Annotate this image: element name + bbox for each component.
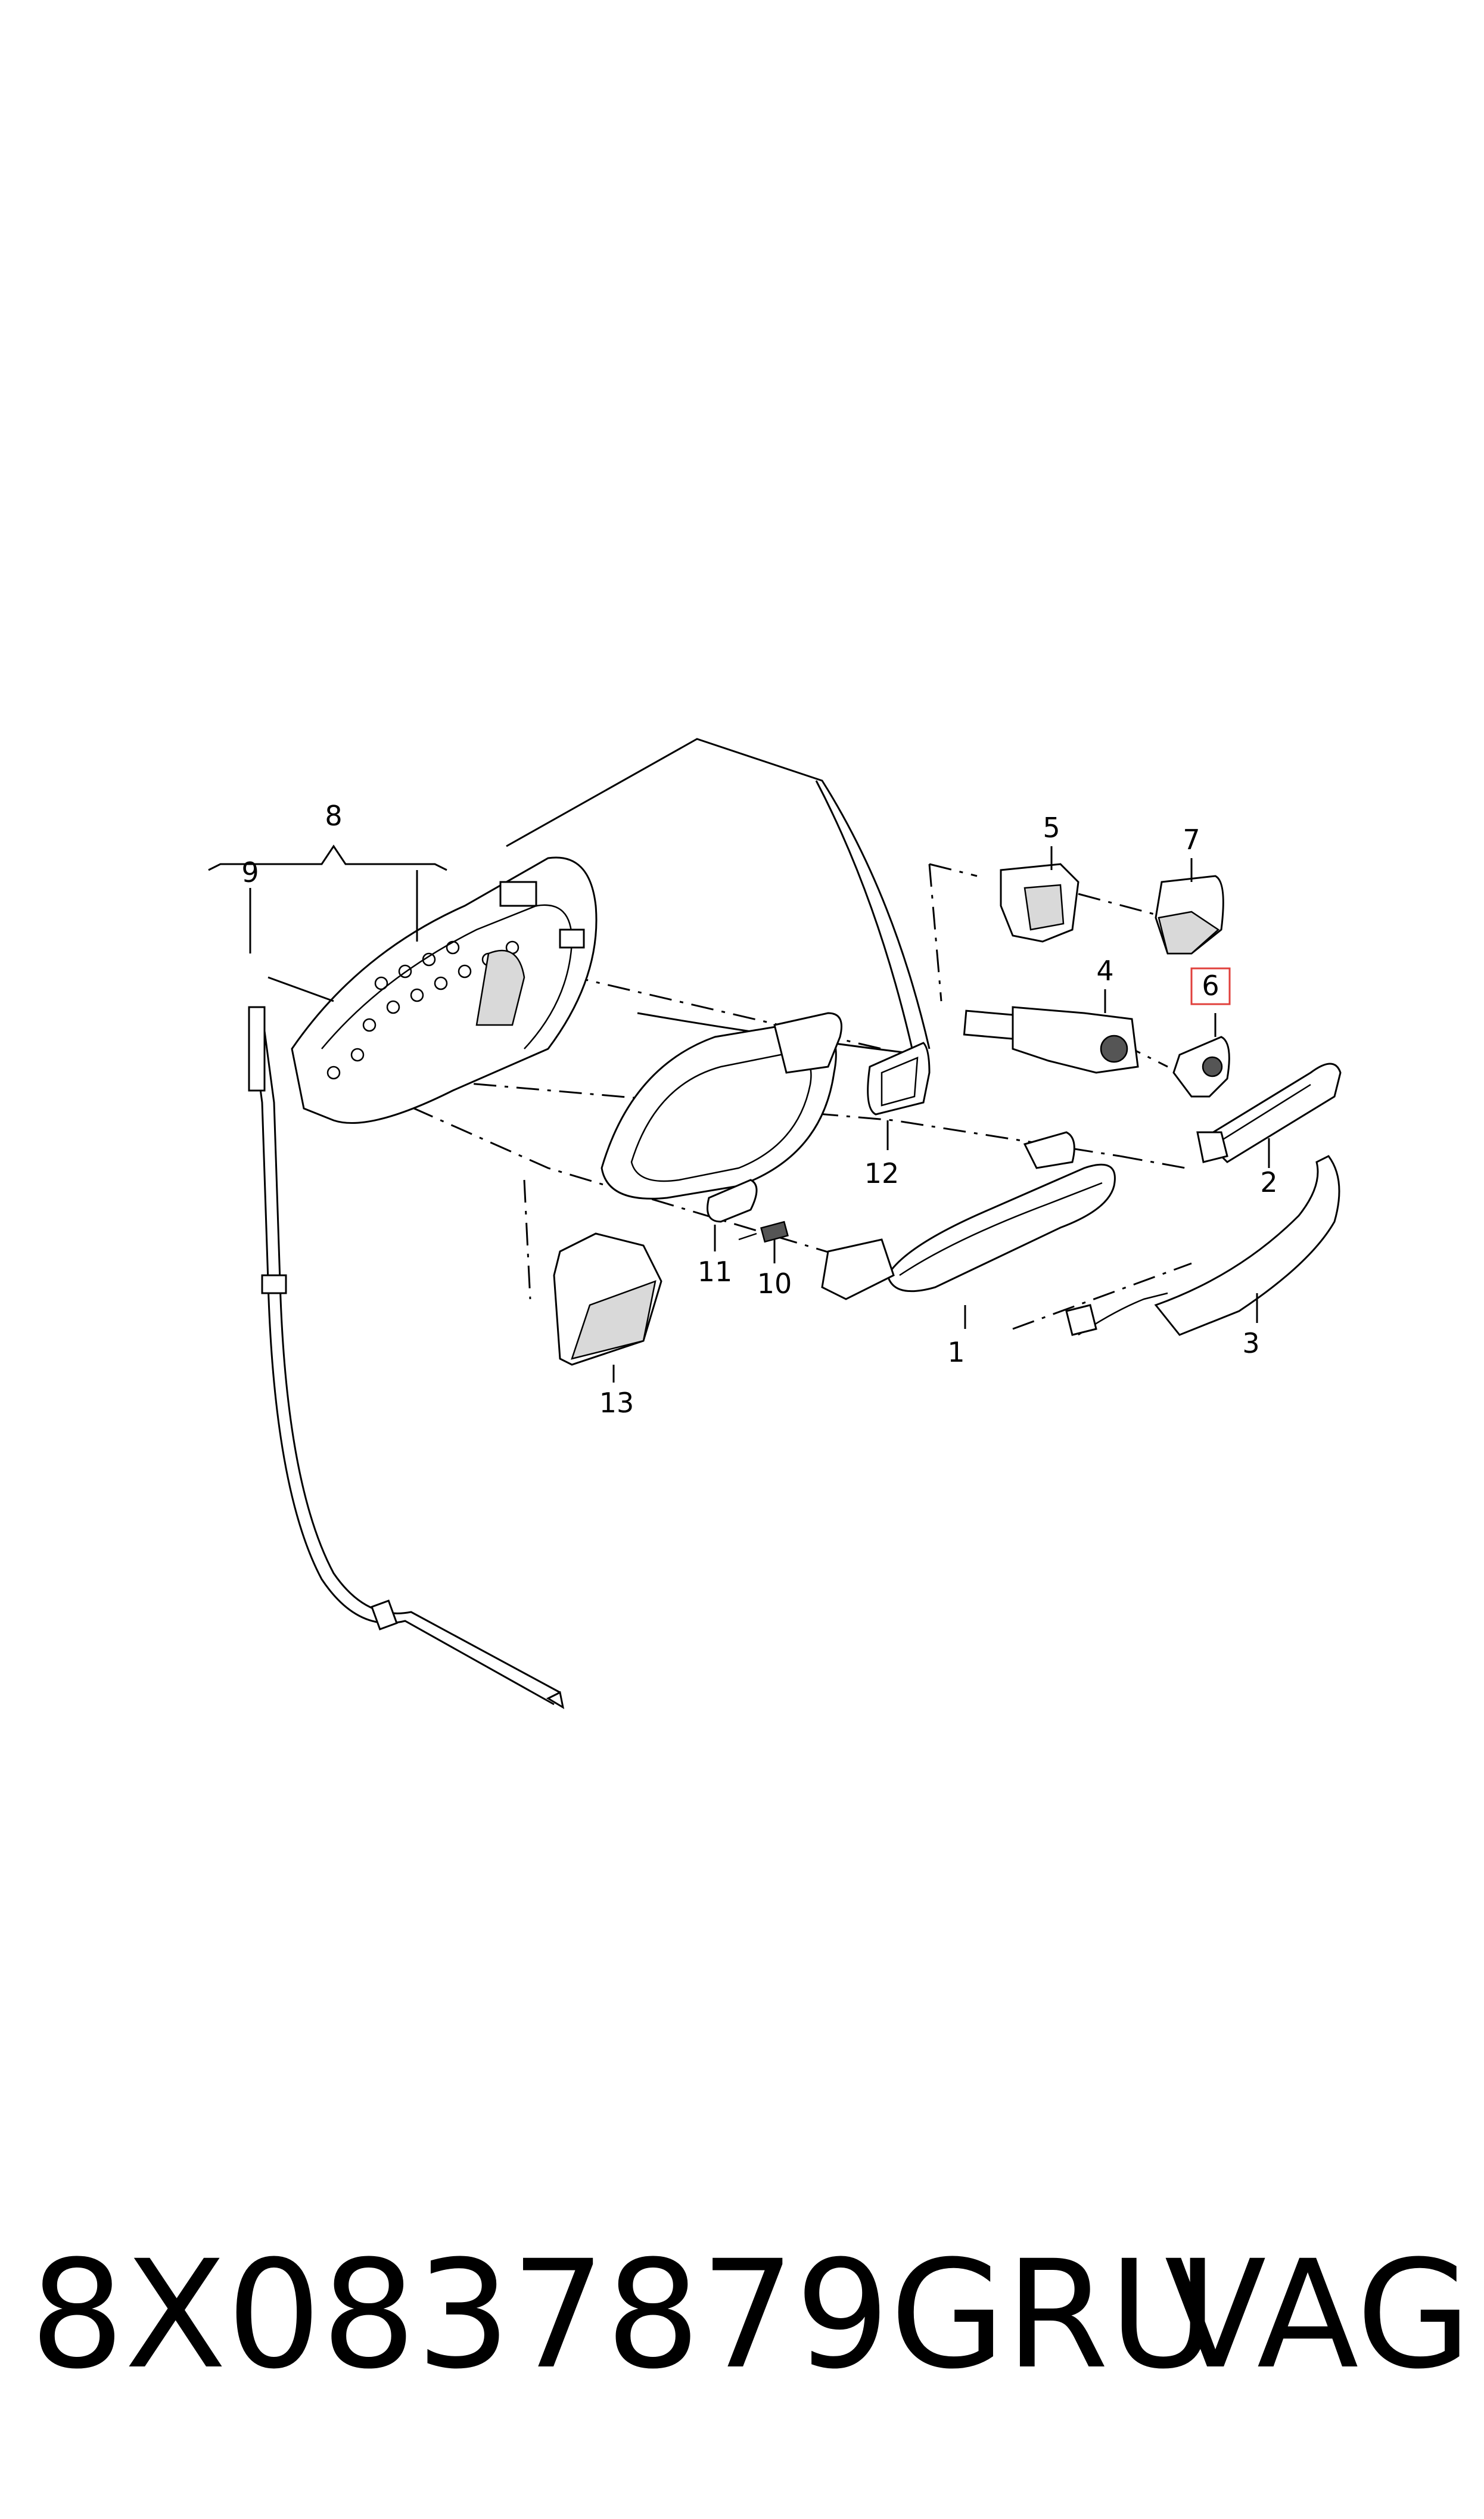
screw	[738, 1220, 789, 1243]
highlight-box	[1190, 967, 1231, 1005]
callout-11: 11	[698, 1256, 733, 1288]
callout-13: 13	[599, 1387, 634, 1419]
door-handle-carrier	[291, 856, 598, 1124]
brand-name: VAG	[1164, 2228, 1471, 2402]
small-gasket	[707, 1179, 758, 1223]
cap-cover	[1155, 875, 1224, 955]
seal-strip	[1196, 1063, 1342, 1163]
callout-4: 4	[1096, 955, 1113, 987]
callout-6: 6	[1202, 970, 1219, 1002]
footer-caption: 8X0837879GRU VAG	[30, 2241, 1471, 2390]
part-number: 8X0837879GRU	[30, 2228, 1218, 2402]
carrier-holes	[326, 940, 519, 1080]
handle-sensor-strip	[1065, 1155, 1340, 1336]
callout-3: 3	[1242, 1327, 1259, 1359]
callout-5: 5	[1043, 812, 1060, 844]
callout-7: 7	[1183, 824, 1200, 856]
leader-lines	[208, 844, 1270, 1383]
callout-labels: 1 2 3 4 5 6 7 8 9 10 11 12 13	[241, 800, 1277, 1419]
callout-8: 8	[325, 800, 342, 832]
callout-12: 12	[864, 1157, 900, 1189]
callout-1: 1	[947, 1336, 965, 1368]
gasket-12	[867, 1042, 931, 1116]
lock-cylinder	[963, 1006, 1139, 1074]
cap-6	[1172, 1036, 1230, 1098]
callout-2: 2	[1260, 1166, 1277, 1198]
callout-10: 10	[757, 1268, 792, 1300]
bowden-cable	[248, 1006, 565, 1710]
handle-recess-gasket	[601, 1012, 842, 1200]
lock-cover-cap	[553, 1232, 662, 1366]
lock-holder	[1000, 863, 1079, 943]
callout-9: 9	[241, 856, 259, 889]
outer-door-handle	[821, 1131, 1116, 1300]
